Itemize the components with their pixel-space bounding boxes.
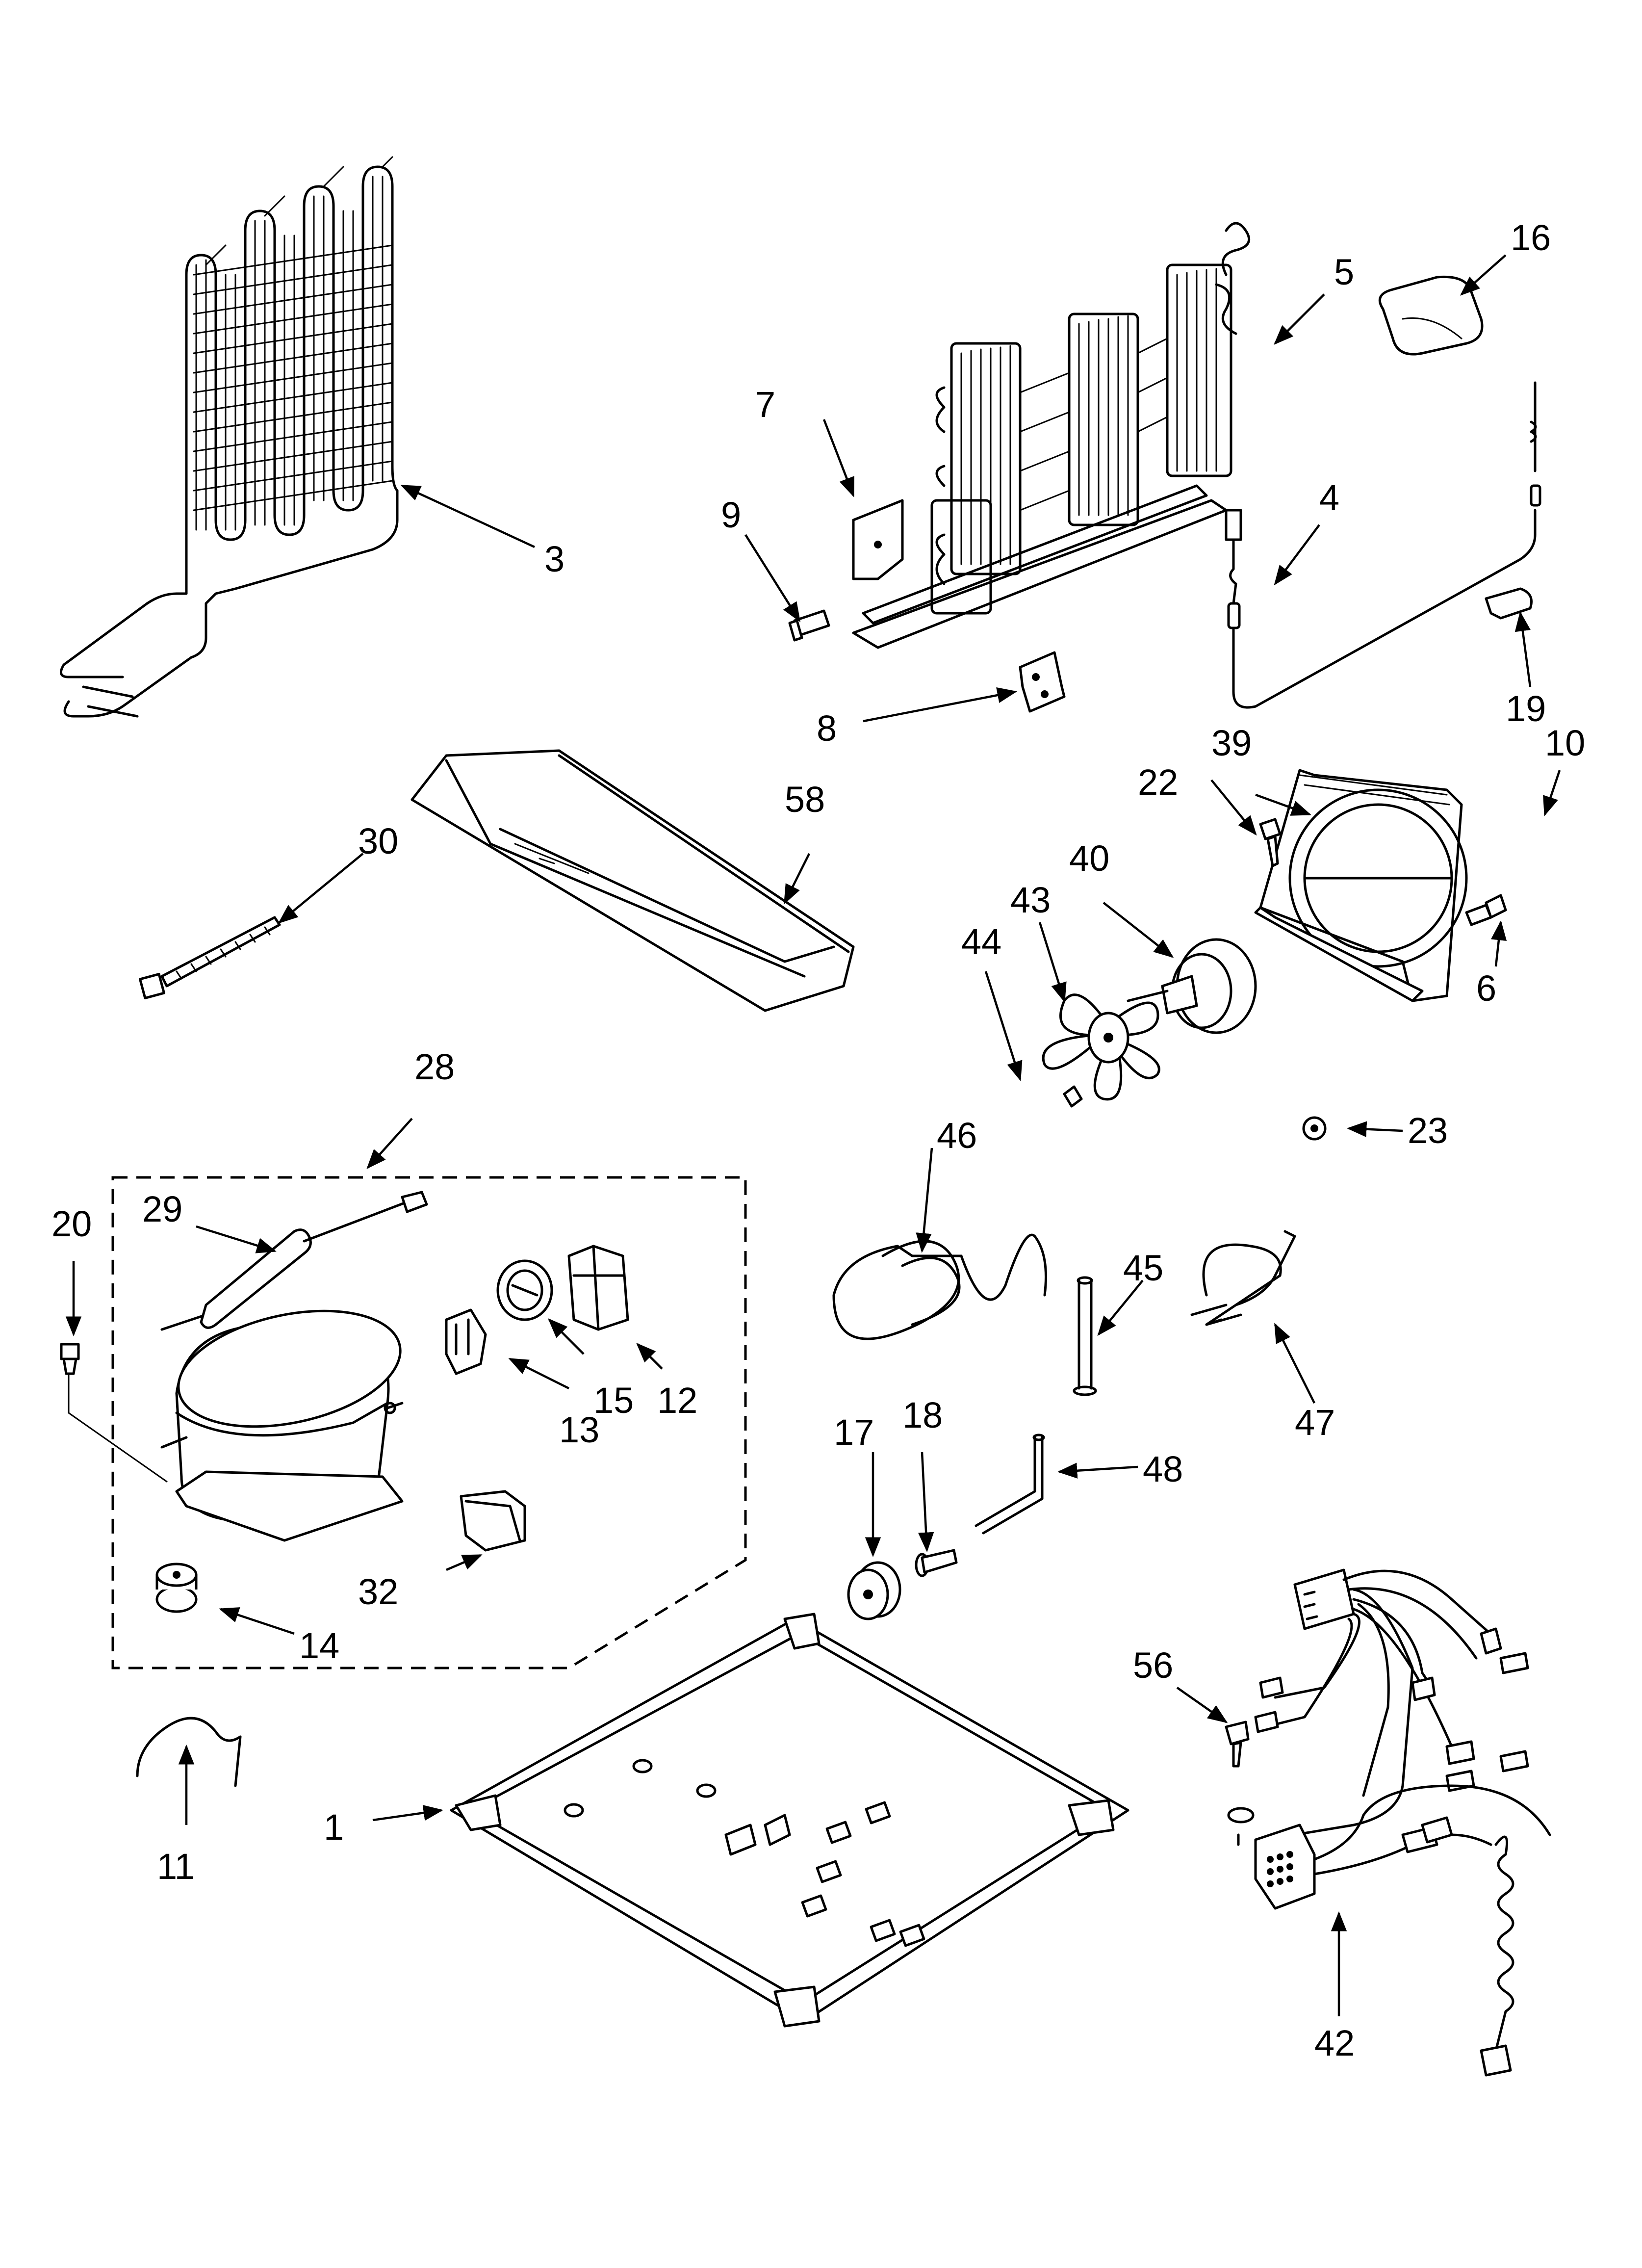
- overload-part-15: [496, 1259, 553, 1321]
- callout-15: 15: [593, 1380, 634, 1421]
- callout-19: 19: [1506, 688, 1546, 729]
- tube-part-46: [832, 1233, 1047, 1340]
- callout-29: 29: [142, 1189, 182, 1229]
- callout-28: 28: [414, 1046, 455, 1087]
- callout-7: 7: [755, 384, 775, 425]
- drier-part-29: [160, 1191, 428, 1331]
- callout-14: 14: [299, 1625, 339, 1666]
- callout-10: 10: [1545, 723, 1585, 763]
- capacitor-part-32: [460, 1490, 526, 1552]
- fan-motor-part-40: [1127, 938, 1257, 1034]
- fan-blade-part-43: [1042, 993, 1160, 1101]
- wire-clip-part-11: [136, 1717, 242, 1787]
- callout-40: 40: [1069, 838, 1109, 879]
- tube-part-45: [1073, 1276, 1097, 1396]
- compressor-kit-box-part-28: [111, 1176, 747, 1669]
- callout-42: 42: [1314, 2023, 1355, 2063]
- callout-48: 48: [1143, 1449, 1183, 1489]
- screw-part-20: [60, 1343, 80, 1375]
- screw-part-56: [1225, 1721, 1255, 1846]
- callout-16: 16: [1511, 217, 1551, 258]
- evaporator-part-5: [852, 222, 1251, 649]
- callout-3: 3: [544, 539, 564, 579]
- relay-part-13: [445, 1308, 487, 1375]
- callout-47: 47: [1295, 1402, 1335, 1443]
- callout-5: 5: [1334, 252, 1354, 292]
- axle-part-18: [915, 1549, 958, 1577]
- grommet-part-14: [155, 1563, 198, 1613]
- clip-part-19: [1485, 587, 1533, 620]
- screw-part-22: [1259, 818, 1282, 867]
- fan-shroud-part-39: [1254, 769, 1468, 1002]
- leader-lines: [65, 254, 1561, 2016]
- thermostat-sensor-part-10: [1530, 381, 1541, 507]
- callout-44: 44: [961, 921, 1001, 962]
- wire-harness-part-42: [1254, 1568, 1551, 2077]
- callout-56: 56: [1133, 1645, 1173, 1686]
- callout-8: 8: [817, 708, 837, 749]
- cable-tie-part-30: [139, 916, 281, 999]
- callout-9: 9: [721, 495, 741, 535]
- callout-30: 30: [358, 821, 398, 861]
- callout-17: 17: [834, 1412, 874, 1453]
- thermistor-part-4: [1225, 509, 1537, 709]
- bracket-part-8: [1019, 651, 1066, 713]
- callout-45: 45: [1123, 1248, 1163, 1288]
- callout-4: 4: [1319, 477, 1339, 518]
- cap-part-16: [1378, 275, 1484, 356]
- clip-part-44: [1063, 1085, 1083, 1108]
- drain-pan-part-58: [410, 749, 855, 1012]
- callout-12: 12: [657, 1380, 697, 1421]
- tube-part-47: [1190, 1230, 1296, 1326]
- callout-32: 32: [358, 1571, 398, 1612]
- nut-part-23: [1302, 1116, 1327, 1141]
- callout-58: 58: [785, 779, 825, 820]
- callout-23: 23: [1408, 1110, 1448, 1151]
- condenser-coil-part-3: [59, 156, 399, 718]
- compressor-body: [160, 1309, 404, 1542]
- callout-46: 46: [937, 1115, 977, 1156]
- callout-6: 6: [1476, 968, 1496, 1009]
- cover-part-12: [567, 1245, 629, 1331]
- screw-part-6: [1465, 894, 1507, 926]
- callout-20: 20: [51, 1203, 92, 1244]
- tube-part-48: [975, 1434, 1045, 1535]
- callout-43: 43: [1010, 880, 1051, 920]
- callout-22: 22: [1138, 762, 1178, 803]
- callout-18: 18: [902, 1395, 943, 1435]
- callout-1: 1: [324, 1807, 344, 1848]
- callout-labels: 3 7 9 8 5 16 4 19 10 22 39 6 40 43 44 23…: [51, 217, 1585, 2063]
- callout-11: 11: [157, 1846, 195, 1887]
- callout-13: 13: [559, 1409, 599, 1450]
- base-frame-part-1: [450, 1613, 1129, 2028]
- callout-39: 39: [1211, 723, 1252, 763]
- wheel-part-17: [847, 1561, 901, 1620]
